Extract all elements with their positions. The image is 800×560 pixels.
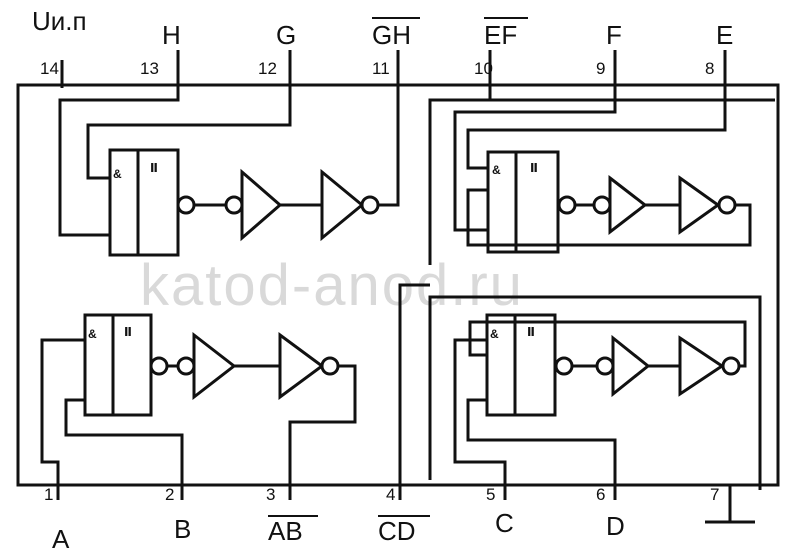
gate-gh-schmitt-box (136, 148, 180, 257)
signal-a: A (52, 524, 70, 554)
pin-10-number: 10 (474, 59, 493, 78)
pin-4-number: 4 (386, 485, 395, 504)
gate-ef-and-label: & (492, 163, 501, 177)
gate-gh-schmitt-label: Ⅱ (150, 161, 158, 175)
pin-8-number: 8 (705, 59, 714, 78)
signal-ab-inverted: AB (268, 516, 303, 546)
signal-gh-inverted: GH (372, 20, 411, 50)
pin-7-number: 7 (710, 485, 719, 504)
supply-label: Uи.п (32, 6, 87, 36)
gate-ab-schmitt-label: Ⅱ (124, 325, 132, 339)
gate-ef-out-bubble (717, 195, 737, 215)
gate-ab-buffer-1 (192, 331, 237, 401)
pin-9-number: 9 (596, 59, 605, 78)
gate-gh-buffer-2 (320, 168, 365, 242)
partition-right-top (428, 98, 775, 265)
signal-f: F (606, 20, 622, 50)
signal-h: H (162, 20, 181, 50)
gate-ab-and-label: & (88, 327, 97, 341)
watermark-text: katod-anod.ru (140, 253, 524, 318)
pin-3-number: 3 (266, 485, 275, 504)
gate-cd-bubble-1 (554, 356, 574, 376)
gate-cd: & Ⅱ (398, 283, 747, 500)
gate-cd-schmitt-box (513, 313, 557, 417)
gate-ab-out-bubble (320, 356, 340, 376)
signal-d: D (606, 511, 625, 541)
gate-ef-bubble-2 (592, 195, 612, 215)
pin-1-number: 1 (44, 485, 53, 504)
gate-ef: & Ⅱ (453, 60, 752, 254)
gate-gh-out-bubble (360, 195, 380, 215)
gate-gh-and-box (108, 148, 140, 257)
partition-right-bottom (428, 295, 762, 490)
signal-g: G (276, 20, 296, 50)
gate-ef-bubble-1 (557, 195, 577, 215)
gate-cd-buffer-1 (611, 334, 651, 398)
signal-ef-inverted: EF (484, 20, 517, 50)
pin-13-number: 13 (140, 59, 159, 78)
gate-ef-buffer-1 (608, 174, 648, 236)
gate-ab-buffer-2 (278, 332, 325, 400)
pin-11-number: 11 (372, 59, 390, 78)
signal-cd-inverted: CD (378, 516, 416, 546)
gate-gh-bubble-1 (176, 195, 196, 215)
gate-ab: & Ⅱ (40, 313, 357, 500)
gate-cd-and-label: & (490, 327, 499, 341)
signal-c: C (495, 508, 514, 538)
pin-14-number: 14 (40, 59, 59, 78)
gate-cd-schmitt-label: Ⅱ (527, 325, 535, 339)
gate-gh-buffer-1 (240, 168, 283, 242)
signal-b: B (174, 514, 191, 544)
gate-gh: & Ⅱ (58, 60, 400, 257)
signal-e: E (716, 20, 733, 50)
pin-5-number: 5 (486, 485, 495, 504)
gate-ef-buffer-2 (678, 175, 721, 235)
gate-ef-schmitt-label: Ⅱ (530, 161, 538, 175)
gate-ab-bubble-1 (149, 356, 169, 376)
gate-cd-buffer-2 (678, 335, 725, 397)
gate-ab-schmitt-box (111, 313, 153, 417)
pin-12-number: 12 (258, 59, 277, 78)
gate-cd-bubble-2 (595, 356, 615, 376)
gate-gh-and-label: & (113, 167, 122, 181)
gate-cd-out-bubble (721, 356, 741, 376)
gate-ab-bubble-2 (176, 356, 196, 376)
pin-6-number: 6 (596, 485, 605, 504)
gate-gh-bubble-2 (224, 195, 244, 215)
pin-2-number: 2 (165, 485, 174, 504)
